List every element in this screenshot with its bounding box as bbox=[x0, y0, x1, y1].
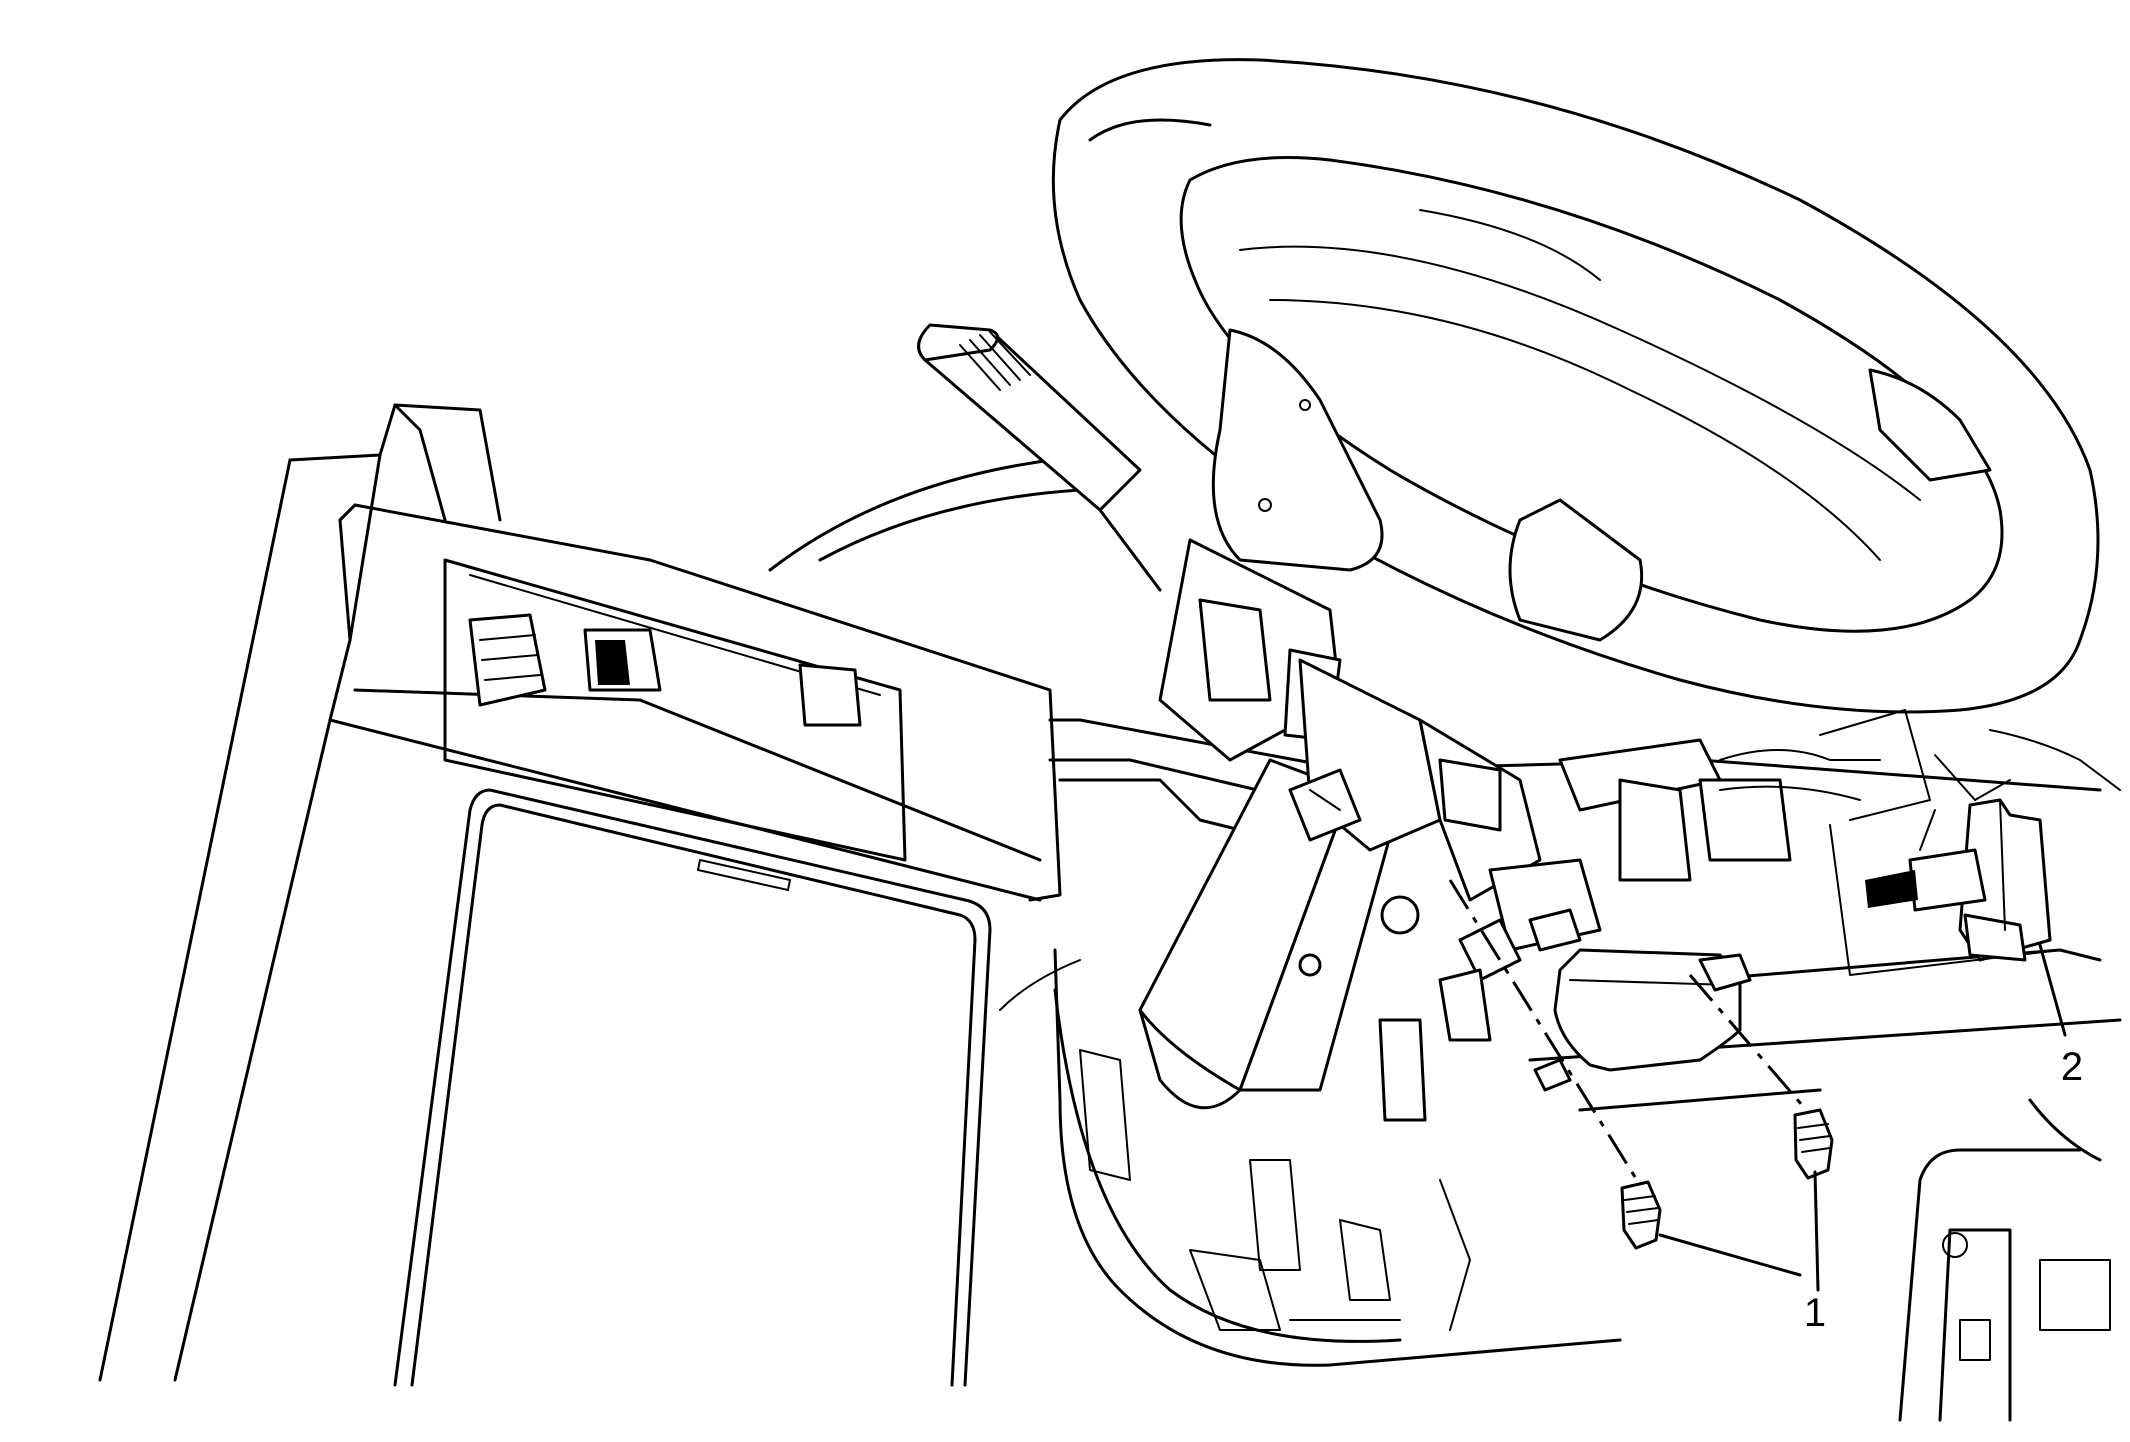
detail-inset bbox=[1819, 709, 2121, 976]
callout-leaders bbox=[1658, 943, 2067, 1292]
fastener-parts bbox=[1448, 879, 1834, 1250]
callout-label-2: 2 bbox=[2061, 1045, 2083, 1089]
turn-signal-stalk bbox=[917, 323, 1162, 592]
callout-label-1: 1 bbox=[1804, 1291, 1826, 1335]
install-path-right bbox=[1688, 974, 1810, 1113]
steering-column bbox=[999, 538, 1881, 1122]
steering-wheel bbox=[1051, 58, 2100, 714]
module-part bbox=[1865, 798, 2052, 962]
switch-right bbox=[798, 663, 862, 727]
bracket-part bbox=[1533, 948, 1752, 1092]
switch-left bbox=[468, 613, 547, 707]
console-panel bbox=[98, 403, 1062, 1387]
